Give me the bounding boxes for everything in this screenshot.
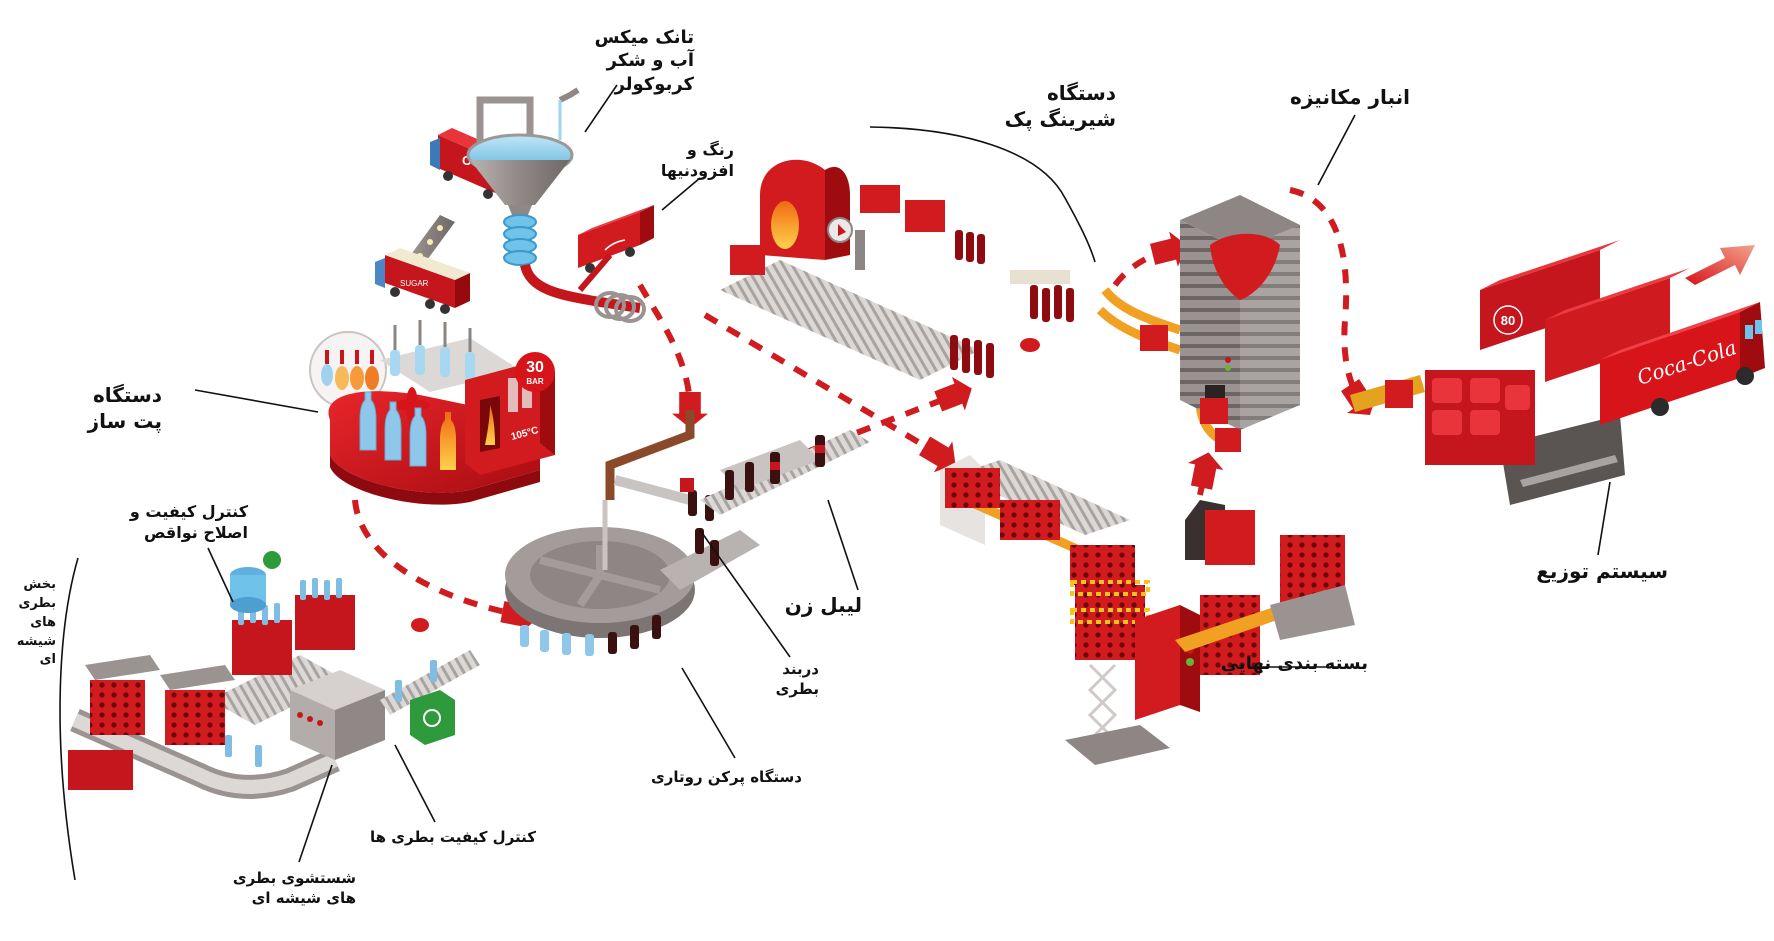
label-color-additives-line-1: رنگ و bbox=[686, 140, 734, 159]
label-mix-tank-line-3: کربوکولر bbox=[614, 73, 694, 95]
label-glass-section-line-3: های bbox=[30, 614, 56, 630]
label-capper-line-2: بطری bbox=[775, 679, 819, 698]
distribution-illustration: 80 Coca-Cola bbox=[1350, 240, 1765, 505]
leader-qc-repair bbox=[207, 547, 234, 603]
label-mix-tank-line-2: آب و شکر bbox=[606, 50, 694, 72]
label-mix-tank-line-1: تانک میکس bbox=[594, 27, 694, 48]
sugar-label: SUGAR bbox=[400, 279, 429, 288]
leader-pet-machine bbox=[194, 389, 319, 413]
label-rotary-filler: دستگاه پرکن روتاری bbox=[651, 768, 802, 788]
label-rotary-filler-line-1: دستگاه پرکن روتاری bbox=[650, 768, 802, 786]
leader-washing bbox=[298, 764, 333, 863]
glass-bottle-section-illustration bbox=[68, 551, 480, 799]
label-mech-warehouse-line-1: انبار مکانیزه bbox=[1290, 85, 1410, 109]
label-glass-washing: شستشوی بطری های شیشه ای bbox=[233, 869, 356, 908]
outbound-arrow bbox=[1685, 245, 1755, 285]
label-color-additives: رنگ و افزودنیها bbox=[661, 140, 734, 182]
truck-badge: 80 bbox=[1501, 313, 1515, 328]
rotary-filler-illustration bbox=[505, 410, 870, 656]
label-labeler-line-1: لیبل زن bbox=[784, 593, 862, 617]
label-glass-washing-line-1: شستشوی بطری bbox=[232, 869, 356, 887]
label-capper-line-1: دربند bbox=[782, 660, 819, 678]
label-qc-repair-line-2: اصلاح نواقص bbox=[143, 522, 248, 542]
pressure-value: 30 bbox=[526, 359, 544, 376]
leader-warehouse bbox=[1317, 114, 1356, 186]
label-mix-tank: تانک میکس آب و شکر کربوکولر bbox=[595, 26, 694, 96]
final-packaging-illustration bbox=[940, 455, 1355, 765]
label-final-packaging-line-1: بسته بندی نهایی bbox=[1220, 653, 1368, 674]
delivery-trucks: 80 Coca-Cola bbox=[1480, 240, 1765, 425]
label-shrink-pack: دستگاه شیرینگ پک bbox=[1005, 80, 1116, 132]
filler-bottles bbox=[520, 615, 661, 656]
leader-color-additives bbox=[661, 177, 701, 211]
flow-arrow-packaging-to-warehouse bbox=[1188, 452, 1224, 496]
label-pet-machine: دستگاه پت ساز bbox=[88, 382, 162, 434]
pressure-unit: BAR bbox=[526, 377, 544, 386]
flow-arrow-shrink-to-packaging bbox=[703, 312, 956, 473]
label-distribution-line-1: سیستم توزیع bbox=[1536, 559, 1668, 583]
flow-arrow-pipe-to-filler bbox=[637, 283, 709, 428]
label-pet-machine-line-1: دستگاه bbox=[92, 383, 162, 407]
label-glass-section-line-5: ای bbox=[39, 652, 56, 668]
leader-lines bbox=[59, 84, 1611, 881]
label-bottle-qc: کنترل کیفیت بطری ها bbox=[370, 828, 536, 848]
label-glass-bottle-section: بخش بطری های شیشه ای bbox=[17, 576, 56, 670]
leader-shrink-pack bbox=[869, 126, 1096, 263]
label-glass-section-line-2: بطری bbox=[18, 595, 56, 611]
additives-truck bbox=[577, 205, 654, 292]
label-qc-repair-line-1: کنترل کیفیت و bbox=[129, 502, 248, 521]
warehouse-tower-illustration bbox=[1096, 195, 1300, 452]
label-glass-section-line-1: بخش bbox=[23, 577, 56, 592]
label-color-additives-line-2: افزودنیها bbox=[660, 160, 734, 180]
label-bottle-qc-line-1: کنترل کیفیت بطری ها bbox=[370, 828, 536, 846]
label-shrink-pack-line-1: دستگاه bbox=[1046, 81, 1116, 105]
leader-rotary-filler bbox=[681, 667, 736, 759]
leader-labeler bbox=[827, 499, 859, 591]
label-glass-washing-line-2: های شیشه ای bbox=[251, 888, 356, 907]
leader-distribution bbox=[1597, 481, 1611, 556]
leader-mix-tank bbox=[584, 84, 618, 133]
sugar-truck: SUGAR bbox=[375, 248, 470, 314]
label-final-packaging: بسته بندی نهایی bbox=[1221, 652, 1368, 675]
label-glass-section-line-4: شیشه bbox=[16, 633, 56, 649]
label-qc-repair: کنترل کیفیت و اصلاح نواقص bbox=[130, 502, 248, 544]
leader-capper bbox=[699, 529, 791, 658]
pet-machine-illustration: 30 BAR 105°C bbox=[309, 320, 555, 505]
mix-tank-illustration: CO2 SUGAR bbox=[375, 87, 646, 323]
label-labeler: لیبل زن bbox=[785, 592, 862, 618]
label-shrink-pack-line-2: شیرینگ پک bbox=[1004, 107, 1116, 131]
flow-arrow-warehouse-to-distribution bbox=[1289, 187, 1377, 415]
flow-arrow-pet-to-filler bbox=[352, 499, 538, 634]
shrink-pack-illustration bbox=[720, 159, 1074, 380]
flow-arrow-shrink-to-warehouse bbox=[1112, 231, 1188, 287]
label-distribution-system: سیستم توزیع bbox=[1536, 558, 1668, 584]
label-capper: دربند بطری bbox=[776, 660, 819, 699]
label-pet-machine-line-2: پت ساز bbox=[87, 409, 162, 433]
inspection-unit bbox=[230, 551, 281, 613]
label-mech-warehouse: انبار مکانیزه bbox=[1290, 84, 1410, 110]
recycle-bin bbox=[410, 690, 455, 745]
leader-glass-section bbox=[59, 557, 79, 881]
leader-bottle-qc bbox=[394, 744, 436, 823]
